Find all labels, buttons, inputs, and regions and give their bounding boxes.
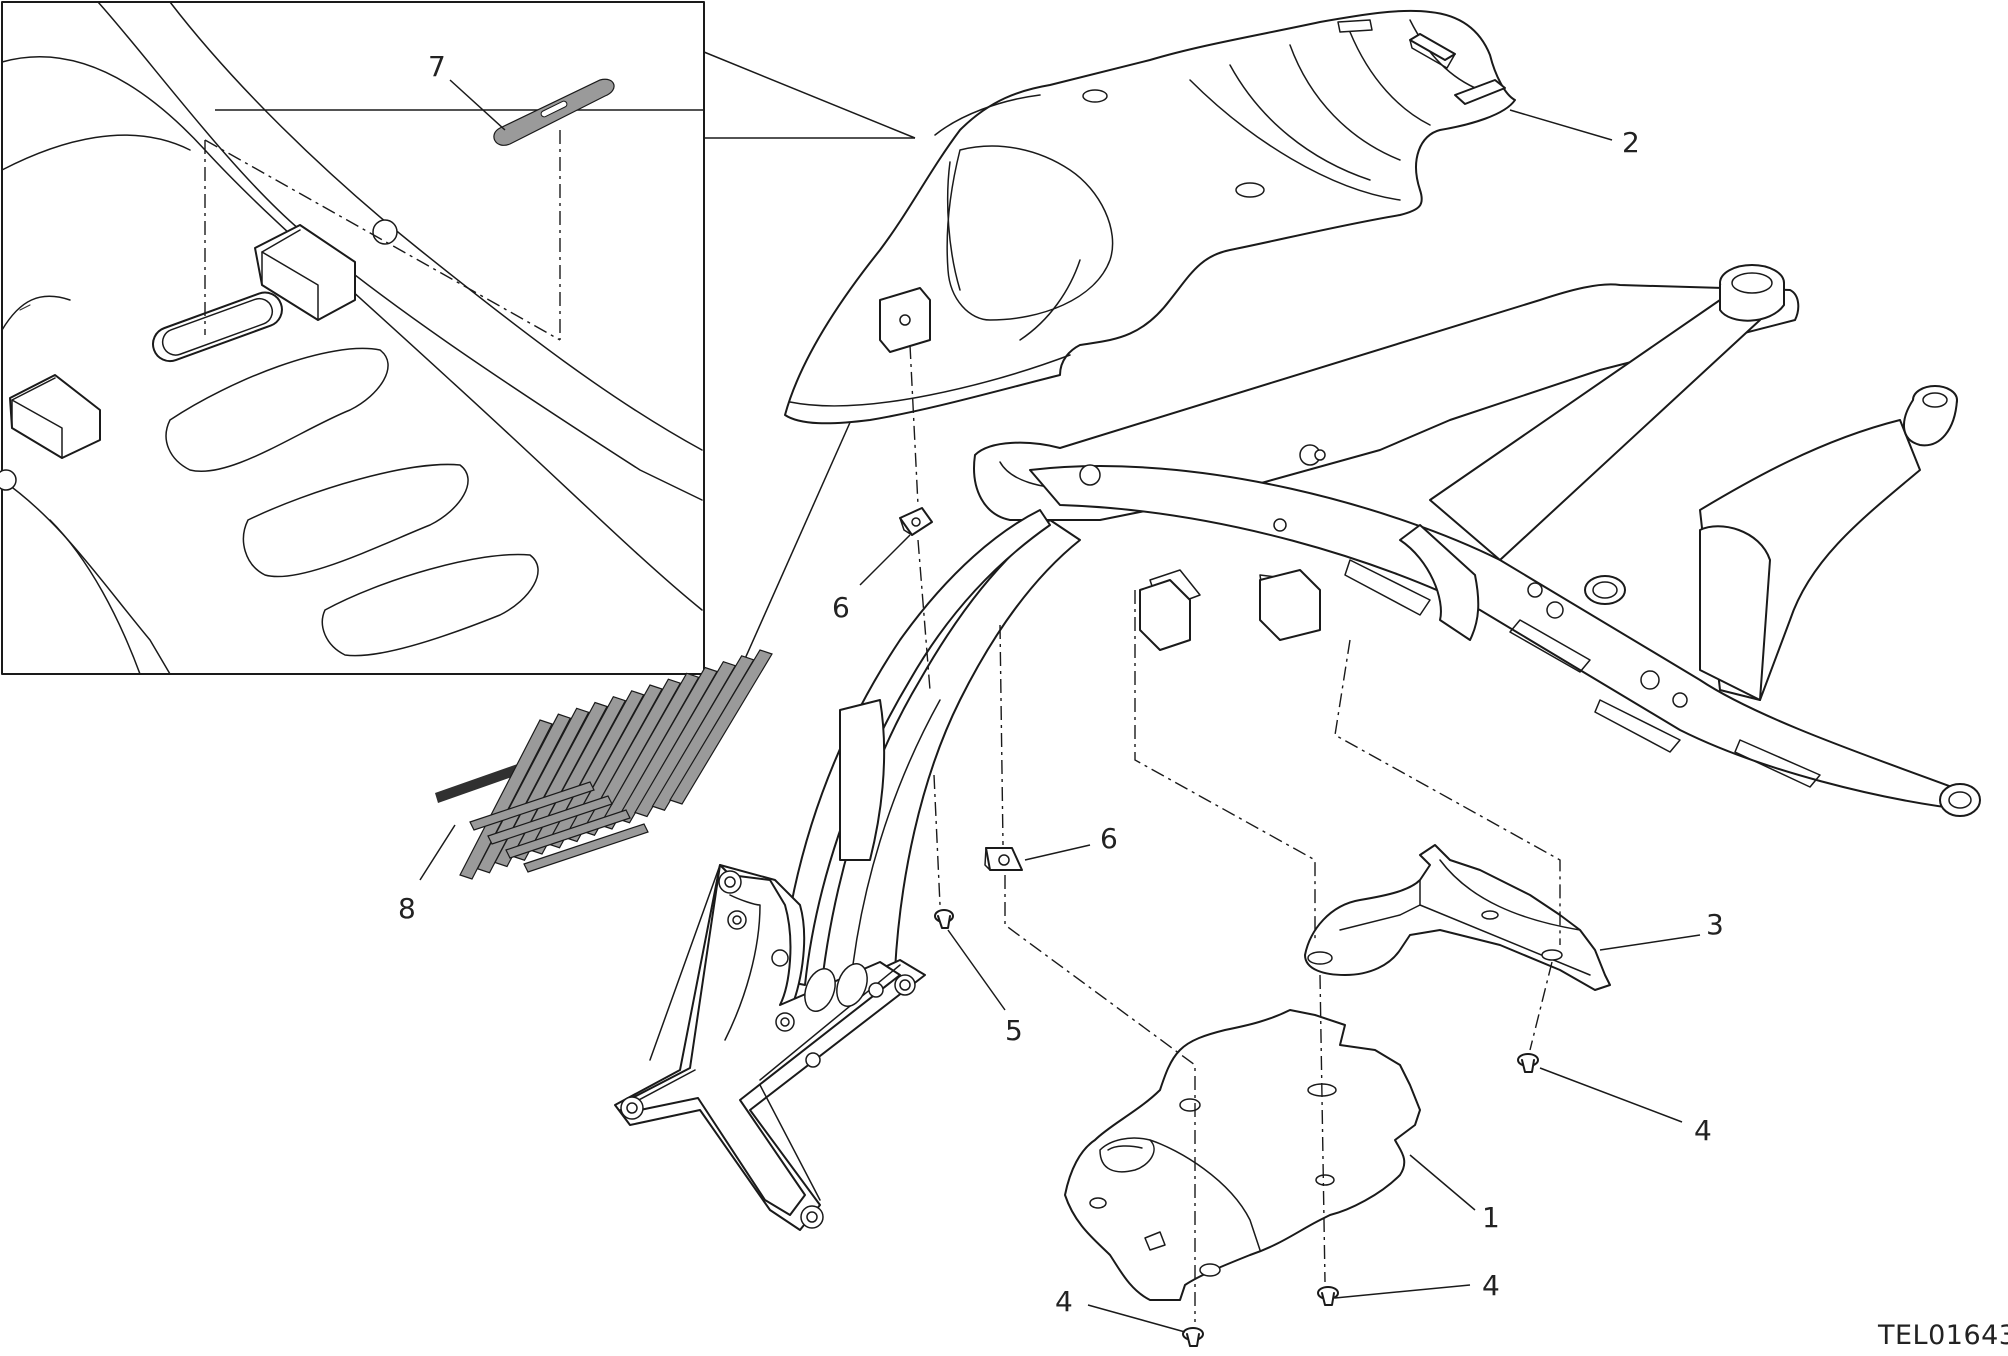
decal-stripe bbox=[669, 649, 773, 805]
callout-8: 8 bbox=[398, 892, 416, 925]
callout-4-center: 4 bbox=[1482, 1269, 1500, 1302]
decal-stripe bbox=[487, 795, 613, 845]
part-6-clip-upper bbox=[899, 507, 933, 536]
callout-leaders bbox=[419, 79, 1701, 1333]
top-mount-right bbox=[1902, 385, 1958, 447]
inset-detail-view bbox=[0, 1, 705, 675]
callout-labels: 2 3 4 1 4 4 5 6 6 7 8 bbox=[398, 50, 1724, 1318]
part-6-clip-lower bbox=[984, 847, 1023, 871]
decal-stripe bbox=[469, 781, 595, 831]
decal-stripe bbox=[505, 809, 631, 859]
top-mount-left bbox=[1719, 264, 1785, 322]
part-2-tail-fairing bbox=[784, 9, 1516, 425]
alignment-lines bbox=[909, 344, 1561, 1322]
reference-code: TEL01643 bbox=[1877, 1320, 2008, 1351]
licence-plate-holder bbox=[614, 509, 1081, 1231]
callout-3: 3 bbox=[1706, 908, 1724, 941]
callout-4-left: 4 bbox=[1055, 1285, 1073, 1318]
screw-5 bbox=[934, 909, 954, 929]
screw-4-left bbox=[1182, 1327, 1204, 1347]
callout-7: 7 bbox=[428, 50, 446, 83]
callout-5: 5 bbox=[1005, 1014, 1023, 1047]
screw-4-center bbox=[1317, 1286, 1339, 1306]
callout-4-right: 4 bbox=[1694, 1114, 1712, 1147]
callout-1: 1 bbox=[1482, 1201, 1500, 1234]
callout-6-lower: 6 bbox=[1100, 822, 1118, 855]
screw-4-right bbox=[1517, 1053, 1539, 1073]
part-3-bracket bbox=[1304, 844, 1611, 991]
decal-stripe bbox=[523, 823, 649, 873]
decal-stripe bbox=[459, 719, 553, 880]
callout-6-upper: 6 bbox=[832, 591, 850, 624]
rear-subframe bbox=[973, 264, 1981, 817]
callout-2: 2 bbox=[1622, 126, 1640, 159]
part-8-decal bbox=[435, 649, 773, 880]
inset-connector-top bbox=[703, 51, 916, 139]
part-7-sticker bbox=[493, 78, 615, 146]
part-1-cover bbox=[1064, 1009, 1421, 1301]
